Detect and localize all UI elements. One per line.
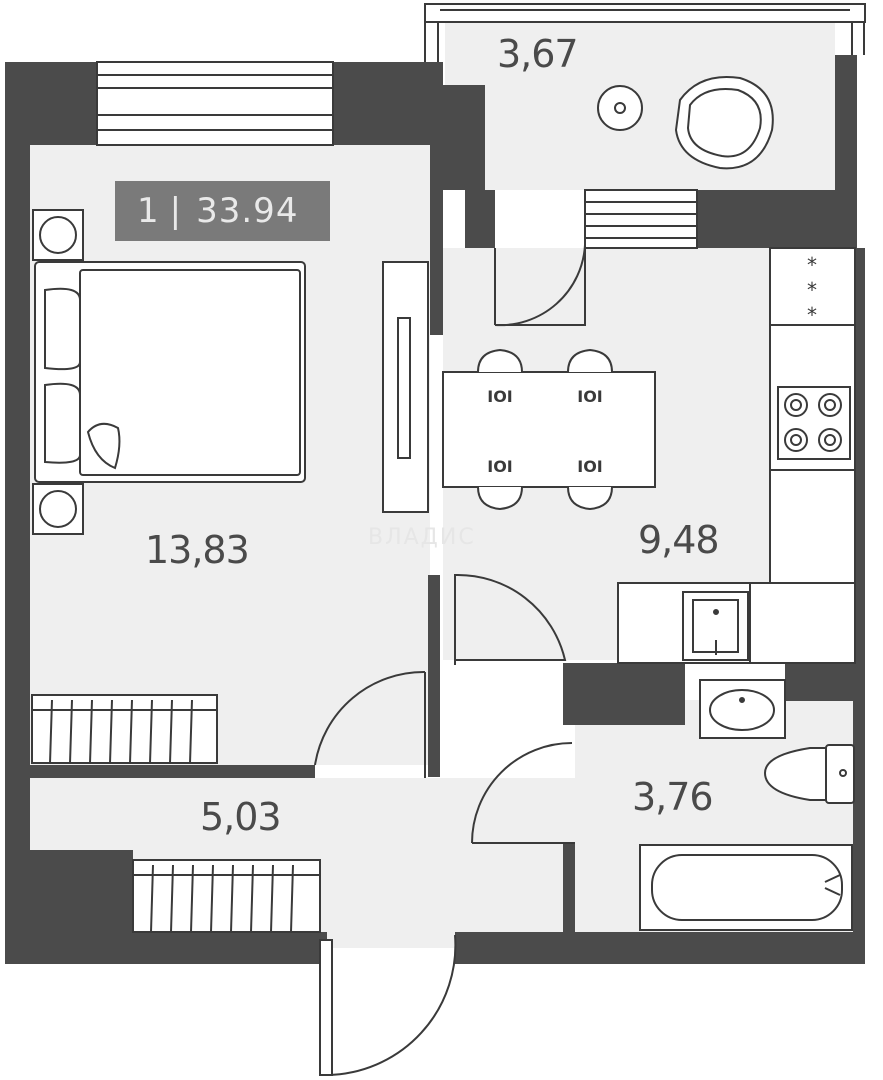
toilet-icon [763, 744, 855, 804]
hallway-area-label: 5,03 [200, 795, 282, 839]
svg-text:ΙΟΙ: ΙΟΙ [487, 457, 513, 476]
bedroom-furniture [32, 209, 306, 535]
hallway-wardrobe [132, 859, 321, 933]
bedroom-wardrobe [31, 694, 218, 764]
storage [31, 261, 429, 933]
windows [96, 3, 866, 249]
balcony-table-icon [597, 85, 643, 131]
doors [314, 244, 586, 1076]
balcony-furniture [597, 76, 774, 170]
wall-bath-left [563, 843, 575, 953]
chair-icon [477, 348, 523, 373]
balcony-railing [424, 3, 866, 62]
balcony-chair-icon [674, 76, 774, 170]
kitchen-window [584, 189, 698, 249]
apartment-summary-badge: 1 | 33.94 [115, 181, 330, 241]
kitchen-furniture: * * * ΙΟΙ ΙΟΙ ΙΟΙ ΙΟΙ [442, 247, 856, 664]
wall-right-upper [835, 55, 857, 250]
chair-icon [567, 348, 613, 373]
fridge-icon: * * * [807, 253, 817, 327]
svg-text:*: * [807, 253, 817, 277]
svg-text:ΙΟΙ: ΙΟΙ [577, 387, 603, 406]
walls [5, 55, 865, 964]
chair-icon [567, 486, 613, 511]
stove-icon [777, 386, 851, 460]
bathtub-icon [639, 844, 853, 931]
wall-bottom [5, 932, 327, 964]
dining-table: ΙΟΙ ΙΟΙ ΙΟΙ ΙΟΙ [442, 348, 656, 511]
kitchen-sink-icon [682, 591, 749, 661]
svg-text:ΙΟΙ: ΙΟΙ [487, 387, 513, 406]
wall-bedroom-kitchen [430, 140, 443, 335]
wall-top-left [5, 62, 97, 145]
entrance-door [326, 934, 457, 1076]
washbasin-icon [699, 679, 786, 739]
total-area: 33.94 [196, 191, 299, 231]
bedroom-window [96, 61, 334, 146]
wall-top-mid [333, 62, 443, 145]
svg-text:*: * [807, 278, 817, 302]
nightstand-top [32, 209, 84, 261]
bedroom-tall-cabinet [382, 261, 429, 513]
bathroom-fixtures [639, 679, 855, 931]
wall-balcony-stub [465, 190, 495, 248]
balcony-door [494, 244, 586, 327]
bedroom-door [314, 670, 426, 766]
bed [34, 261, 306, 483]
badge-separator: | [169, 191, 183, 231]
kitchen-door [454, 573, 567, 661]
chair-icon [477, 486, 523, 511]
nightstand-bottom [32, 483, 84, 535]
svg-text:*: * [807, 303, 817, 327]
wall-kitchen-bath [563, 663, 685, 725]
balcony-area-label: 3,67 [497, 32, 579, 76]
wall-bottom-right [455, 932, 865, 964]
room-count: 1 [137, 191, 160, 231]
bathroom-door [471, 742, 573, 844]
svg-text:ΙΟΙ: ΙΟΙ [577, 457, 603, 476]
bedroom-area-label: 13,83 [145, 528, 250, 572]
wall-partition-thin [428, 575, 440, 777]
wall-bedroom-hall [30, 765, 315, 778]
bathroom-area-label: 3,76 [632, 775, 714, 819]
kitchen-area-label: 9,48 [638, 518, 720, 562]
wall-left [5, 62, 30, 964]
wall-kitchen-top-right [697, 190, 857, 248]
watermark-logo: ВЛАДИС [368, 525, 476, 550]
wall-balcony-left [443, 85, 485, 190]
wall-kitchen-bath-right [785, 663, 857, 701]
